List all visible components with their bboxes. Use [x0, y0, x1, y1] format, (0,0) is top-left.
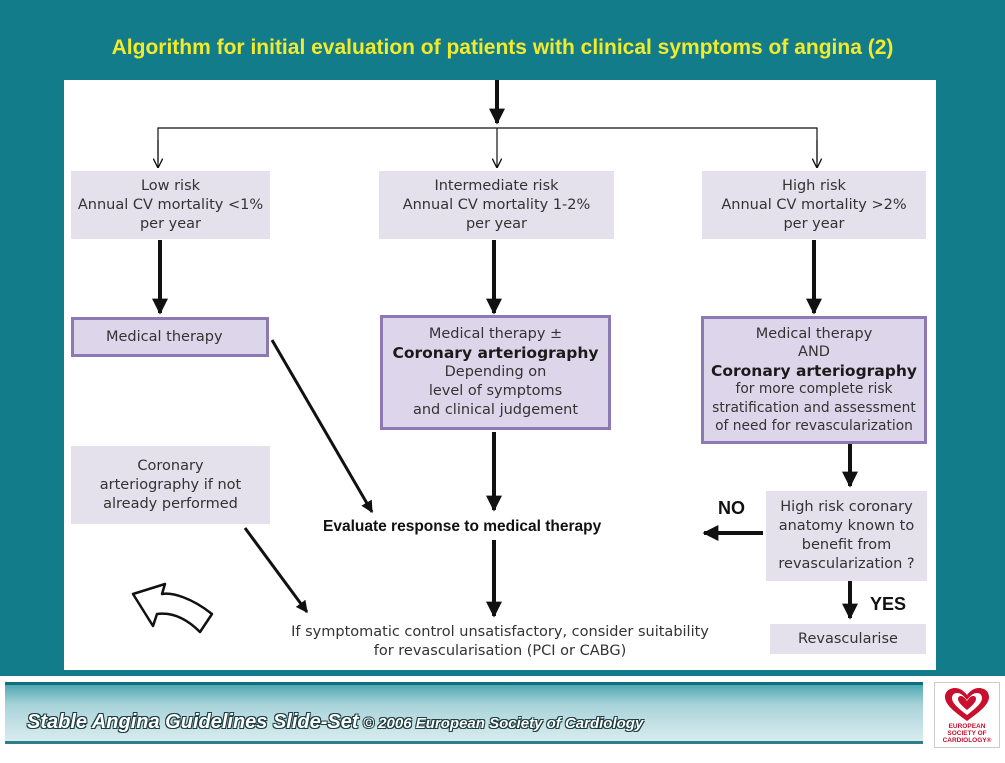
slide-title: Algorithm for initial evaluation of pati… — [111, 36, 894, 59]
low-risk-line: Annual CV mortality <1% — [77, 196, 264, 213]
footer-bar: Stable Angina Guidelines Slide-Set © 200… — [5, 682, 923, 744]
final-recommendation: If symptomatic control unsatisfactory, c… — [265, 623, 735, 661]
logo-text: EUROPEAN SOCIETY OF CARDIOLOGY® — [942, 723, 992, 744]
anatomy-line: High risk coronary — [780, 499, 913, 515]
box-arteriography-if-not: Coronary arteriography if not already pe… — [71, 446, 270, 524]
high-risk-line: per year — [783, 215, 845, 232]
box-revascularise: Revascularise — [770, 624, 926, 654]
flow-connectors — [131, 80, 858, 634]
intermediate-risk-line: Annual CV mortality 1-2% — [402, 196, 591, 213]
anatomy-line: revascularization ? — [778, 556, 915, 572]
final-line: for revascularisation (PCI or CABG) — [373, 643, 627, 659]
arteriography-line: already performed — [103, 495, 238, 512]
box-intermediate-risk: Intermediate risk Annual CV mortality 1-… — [379, 171, 614, 239]
high-therapy-line: for more complete risk — [735, 381, 893, 397]
footer-copyright: © 2006 European Society of Cardiology — [363, 715, 644, 732]
arteriography-line: arteriography if not — [99, 476, 242, 493]
no-label: NO — [718, 498, 745, 518]
high-therapy-line: stratification and assessment — [712, 399, 916, 416]
anatomy-line: benefit from — [801, 537, 892, 553]
high-risk-line: Annual CV mortality >2% — [721, 196, 907, 213]
return-arrow-icon — [131, 582, 214, 634]
arrow-low-therapy-to-evaluate — [270, 339, 374, 514]
low-risk-line: per year — [139, 215, 202, 232]
arrow-arteriography-to-final — [243, 527, 309, 613]
high-therapy-line: Medical therapy — [755, 325, 873, 342]
intermediate-therapy-line: Depending on — [444, 364, 547, 380]
high-therapy-line: of need for revascularization — [715, 418, 913, 434]
intermediate-therapy-bold: Coronary arteriography — [392, 344, 599, 362]
box-intermediate-therapy: Medical therapy ± Coronary arteriography… — [380, 315, 611, 430]
high-therapy-bold: Coronary arteriography — [710, 361, 918, 380]
box-low-risk: Low risk Annual CV mortality <1% per yea… — [71, 171, 270, 239]
intermediate-risk-line: Intermediate risk — [434, 177, 559, 194]
box-high-risk-anatomy: High risk coronary anatomy known to bene… — [766, 491, 927, 581]
intermediate-therapy-line: Medical therapy ± — [428, 326, 563, 342]
intermediate-risk-line: per year — [465, 215, 528, 232]
esc-logo: EUROPEAN SOCIETY OF CARDIOLOGY® — [934, 682, 1000, 748]
arteriography-line: Coronary — [137, 457, 204, 474]
anatomy-line: anatomy known to — [778, 518, 915, 534]
yes-label: YES — [870, 594, 907, 614]
low-therapy-text: Medical therapy — [106, 328, 223, 345]
intermediate-therapy-line: level of symptoms — [428, 383, 563, 399]
final-line: If symptomatic control unsatisfactory, c… — [291, 624, 709, 640]
low-risk-line: Low risk — [140, 177, 201, 194]
high-risk-line: High risk — [782, 177, 846, 194]
revascularise-text: Revascularise — [798, 630, 898, 647]
evaluate-label: Evaluate response to medical therapy — [323, 518, 602, 535]
box-high-therapy: Medical therapy AND Coronary arteriograp… — [701, 316, 927, 444]
heart-icon — [945, 688, 989, 721]
intermediate-therapy-line: and clinical judgement — [412, 402, 579, 418]
footer-main-text: Stable Angina Guidelines Slide-Set — [27, 711, 359, 733]
high-therapy-line: AND — [798, 344, 830, 360]
footer-text: Stable Angina Guidelines Slide-Set © 200… — [27, 711, 643, 734]
box-low-therapy: Medical therapy — [71, 317, 269, 357]
branch-bracket — [157, 127, 818, 162]
box-high-risk: High risk Annual CV mortality >2% per ye… — [702, 171, 926, 239]
